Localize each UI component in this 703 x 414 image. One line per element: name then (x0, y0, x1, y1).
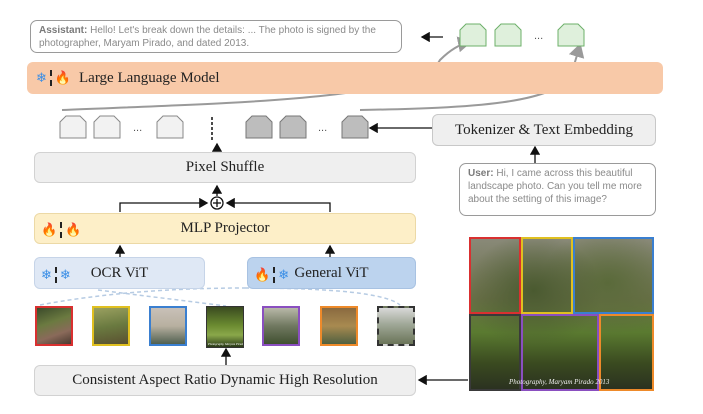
image-tile-thumbnail: Photography, Maryam Pirado 2013 (206, 306, 244, 348)
assistant-message: Hello! Let's break down the details: ...… (39, 25, 376, 49)
output-token-ellipsis: ... (534, 30, 544, 42)
grid-cell (573, 237, 654, 314)
tokenizer-block: Tokenizer & Text Embedding (432, 114, 656, 146)
separator (49, 70, 52, 86)
user-message: Hi, I came across this beautiful landsca… (468, 168, 642, 205)
dynamic-resolution-block: Consistent Aspect Ratio Dynamic High Res… (34, 365, 416, 396)
ocr-vit-block: ❄ ❄ OCR ViT (34, 257, 205, 289)
assistant-speaker: Assistant: (39, 25, 88, 36)
snowflake-icon: ❄ (59, 267, 71, 283)
user-speaker: User: (468, 168, 494, 179)
separator (273, 267, 276, 283)
grid-cell (599, 314, 654, 391)
grid-cell (469, 314, 521, 391)
flame-icon: 🔥 (65, 222, 82, 238)
visual-token-ellipsis: ... (318, 122, 328, 134)
mlp-projector-label: MLP Projector (180, 220, 270, 236)
image-signature: Photography, Maryam Pirado 2013 (509, 378, 610, 386)
assistant-bubble: Assistant: Hello! Let's break down the d… (30, 20, 402, 53)
ocr-vit-train-state: ❄ ❄ (41, 267, 71, 283)
input-image: Photography, Maryam Pirado 2013 (469, 237, 654, 391)
tokenizer-label: Tokenizer & Text Embedding (455, 121, 633, 138)
pixel-shuffle-label: Pixel Shuffle (185, 159, 265, 175)
pixel-shuffle-block: Pixel Shuffle (34, 152, 416, 183)
image-tile-dashed (377, 306, 415, 346)
image-tile (320, 306, 358, 346)
snowflake-icon: ❄ (278, 267, 290, 283)
text-token-ellipsis: ... (133, 122, 143, 134)
mlp-train-state: 🔥 🔥 (41, 222, 81, 238)
llm-block: ❄ 🔥 Large Language Model (27, 62, 663, 94)
dynamic-resolution-label: Consistent Aspect Ratio Dynamic High Res… (72, 372, 378, 388)
llm-label: Large Language Model (79, 69, 220, 86)
flame-icon: 🔥 (254, 267, 271, 283)
image-tile (92, 306, 130, 346)
tile-grid-overlay (469, 237, 654, 391)
grid-cell (469, 237, 521, 314)
flame-icon: 🔥 (54, 70, 72, 86)
flame-icon: 🔥 (41, 222, 58, 238)
grid-cell (521, 314, 599, 391)
user-bubble: User: Hi, I came across this beautiful l… (459, 163, 656, 216)
general-vit-label: General ViT (294, 264, 369, 281)
llm-train-state: ❄ 🔥 (36, 70, 71, 86)
signature-caption: Photography, Maryam Pirado 2013 (208, 342, 244, 346)
separator (54, 267, 57, 283)
ocr-vit-label: OCR ViT (90, 264, 149, 281)
general-vit-train-state: 🔥 ❄ (254, 267, 289, 283)
separator (60, 222, 63, 238)
grid-cell (521, 237, 573, 314)
image-tile (262, 306, 300, 346)
image-tile (35, 306, 73, 346)
mlp-projector-block: 🔥 🔥 MLP Projector (34, 213, 416, 244)
image-tile (149, 306, 187, 346)
snowflake-icon: ❄ (41, 267, 52, 283)
snowflake-icon: ❄ (36, 70, 47, 86)
general-vit-block: 🔥 ❄ General ViT (247, 257, 416, 289)
